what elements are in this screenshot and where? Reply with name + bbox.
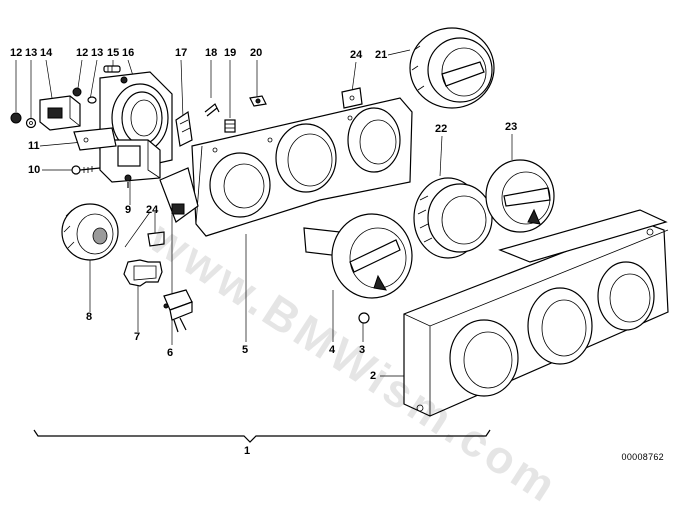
parts-diagram: www.BMWism.com 12 13 14 12 13 15 16 17 1… [10,27,669,513]
callout-13: 13 [25,47,38,59]
gasket-7 [123,259,163,287]
washer-13 [25,117,37,129]
spring-19 [224,119,236,133]
callout-10: 10 [28,164,41,176]
washer-13b [87,96,97,104]
callout-3: 3 [359,344,366,356]
screw-10 [71,165,101,175]
exploded-view-drawing [10,27,669,443]
callout-9: 9 [125,204,132,216]
callout-18: 18 [205,47,218,59]
frame-5 [191,97,413,237]
spring-18 [204,103,220,117]
callout-2: 2 [370,370,377,382]
knob-8 [61,203,119,261]
screw-15 [103,65,121,73]
catalog-number: 00008762 [621,452,664,462]
callout-4: 4 [329,344,336,356]
callout-20: 20 [250,47,263,59]
bracket-14 [39,95,81,131]
callout-16: 16 [122,47,135,59]
panel-2 [403,209,669,417]
nut-12 [10,112,22,124]
knob-22 [413,177,493,259]
callout-24-upper: 24 [350,49,363,61]
callout-7: 7 [134,331,141,343]
callout-8: 8 [86,311,93,323]
callout-21: 21 [375,49,388,61]
plate-11 [73,127,117,151]
knob-21 [409,27,495,109]
callout-6: 6 [167,347,174,359]
callout-17: 17 [175,47,188,59]
callout-15: 15 [107,47,120,59]
switch-6 [163,289,193,333]
knob-4 [303,213,413,299]
clip-24-upper [341,87,363,109]
clip-20 [249,95,267,107]
callout-22: 22 [435,123,448,135]
assembly-bracket [33,429,491,443]
callout-24-lower: 24 [146,204,159,216]
callout-12b: 12 [76,47,89,59]
callout-1: 1 [244,445,251,457]
callout-5: 5 [242,344,249,356]
motor-9 [99,139,161,188]
duct-left [159,167,199,223]
callout-13b: 13 [91,47,104,59]
callout-11: 11 [28,140,40,152]
callout-12: 12 [10,47,23,59]
clip-17 [175,110,193,147]
callout-14: 14 [40,47,53,59]
clip-24-lower [147,231,165,247]
nut-12b [72,87,82,97]
callout-23: 23 [505,121,518,133]
callout-19: 19 [224,47,237,59]
cap-3 [358,312,370,324]
knob-23 [485,159,555,233]
